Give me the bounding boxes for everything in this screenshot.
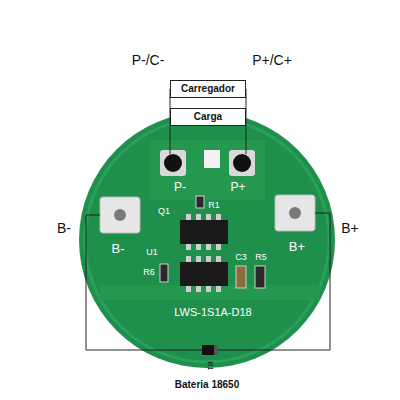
ic-chip [180,256,228,292]
ic-chip [180,214,228,250]
silkscreen-label: R5 [255,253,267,262]
component-label: B1 [207,362,214,371]
terminal-label: P+/C+ [252,53,292,67]
pcb-edge-trace [85,118,329,362]
silkscreen-label: U1 [146,248,158,257]
terminal-label: P-/C- [132,53,165,67]
battery-pad [275,195,315,231]
battery-pad [100,197,140,233]
terminal-label: B- [57,221,71,235]
battery-terminal [214,345,218,355]
silkscreen-label: P+ [230,181,245,193]
silkscreen-label: P- [174,181,186,193]
silkscreen-label: Q1 [158,207,170,216]
capacitor-symbol [236,266,246,288]
silkscreen-label: B+ [289,240,305,253]
box-label: Carregador [181,84,235,94]
pad-outline [160,150,186,176]
solder-pad [164,154,182,172]
battery-symbol [202,345,218,355]
board-model-label: LWS-1S1A-D18 [174,307,251,318]
pad-outline [229,150,255,176]
resistor-symbol [196,196,204,208]
terminal-label: B+ [341,221,359,235]
resistor-symbol [160,264,168,282]
silkscreen-label: C3 [235,253,247,262]
pad-hole [114,209,126,221]
wire [218,213,330,350]
connection-box: Carregador [170,80,246,98]
silkscreen-label: R1 [208,201,220,210]
solder-pad [233,154,251,172]
resistor-symbol [255,266,265,288]
silkscreen-label: R6 [143,268,155,277]
box-label: Carga [194,112,222,122]
copper-area [100,285,320,300]
pad-hole [289,207,301,219]
wire [86,215,202,350]
connection-box: Carga [170,108,246,126]
copper-area [150,140,265,200]
pcb-board [79,112,335,368]
test-pad [204,150,220,168]
caption-label: Bateria 18650 [175,380,240,390]
silkscreen-label: B- [112,242,125,255]
